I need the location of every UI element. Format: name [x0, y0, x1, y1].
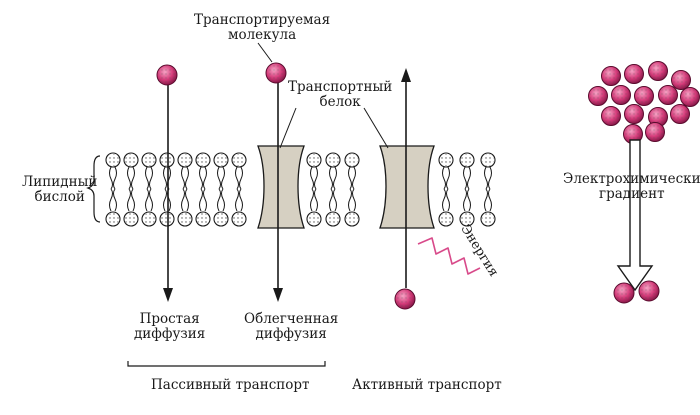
energy-wave	[417, 237, 481, 275]
lipid-molecule	[344, 152, 360, 227]
label-transport-protein: Транспортный белок	[288, 79, 393, 110]
label-active-transport: Активный транспорт	[352, 377, 502, 393]
active-transport-arrow	[401, 68, 411, 288]
passive-transport-bracket	[127, 361, 326, 367]
simple-diffusion-arrow	[163, 82, 173, 302]
label-simple-diffusion: Простая диффузия	[134, 311, 206, 342]
lipid-molecule	[231, 152, 247, 227]
lipid-bilayer	[105, 152, 496, 227]
lipid-molecule	[195, 152, 211, 227]
lipid-molecule	[306, 152, 322, 227]
transport-protein-facilitated	[257, 145, 305, 229]
label-transported-molecule: Транспортируемая молекула	[194, 12, 331, 43]
facilitated-diffusion-arrow	[273, 82, 283, 302]
lipid-molecule	[141, 152, 157, 227]
label-electrochemical-gradient: Электрохимически градиент	[563, 171, 700, 202]
lipid-molecule	[177, 152, 193, 227]
lipid-molecule	[325, 152, 341, 227]
molecule-pointer	[257, 42, 273, 63]
label-lipid-bilayer: Липидный бислой	[22, 174, 98, 205]
label-facilitated-diffusion: Облегченная диффузия	[244, 311, 339, 342]
lipid-molecule	[480, 152, 496, 227]
high-concentration-cluster	[588, 61, 700, 144]
protein-pointer-left	[279, 107, 297, 149]
molecule-simple-diffusion	[156, 64, 178, 86]
low-concentration-cluster	[613, 280, 660, 304]
lipid-molecule	[123, 152, 139, 227]
molecule-facilitated-diffusion	[265, 62, 287, 84]
protein-pointer-right	[363, 107, 389, 149]
label-passive-transport: Пассивный транспорт	[151, 377, 310, 393]
lipid-molecule	[159, 152, 175, 227]
lipid-molecule	[459, 152, 475, 227]
transport-protein-active	[379, 145, 435, 229]
lipid-molecule	[105, 152, 121, 227]
gradient-arrow	[616, 139, 654, 292]
lipid-molecule	[213, 152, 229, 227]
bilayer-brace	[86, 155, 101, 223]
lipid-molecule	[438, 152, 454, 227]
molecule-active-transport	[394, 288, 416, 310]
